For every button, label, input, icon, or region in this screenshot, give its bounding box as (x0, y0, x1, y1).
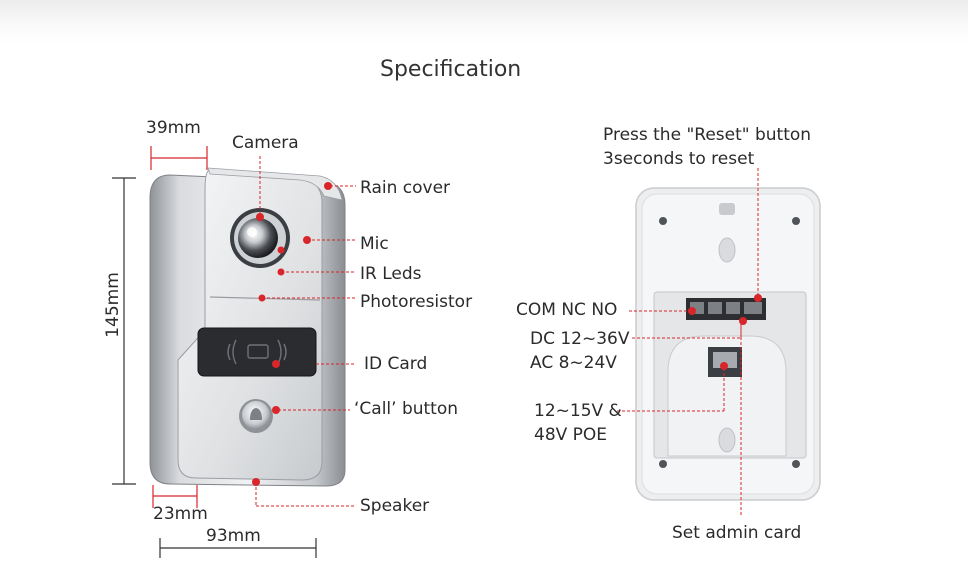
doorbell-back-device (635, 187, 821, 501)
dimension-height: 145mm (102, 272, 123, 338)
label-id-card: ID Card (364, 354, 428, 374)
dimension-width-top: 39mm (146, 118, 201, 138)
label-rain-cover: Rain cover (360, 178, 451, 198)
label-poe-line1: 12~15V & (534, 401, 622, 421)
label-reset-line2: 3seconds to reset (603, 149, 755, 169)
doorbell-front-device (149, 167, 346, 487)
left-dimension-lines (112, 146, 317, 558)
top-banner-strip (0, 0, 968, 44)
label-mic: Mic (360, 234, 389, 254)
dimension-width-bottom: 93mm (206, 526, 261, 546)
dimension-depth-bottom: 23mm (153, 504, 208, 524)
label-set-admin-card: Set admin card (672, 523, 802, 543)
label-dc-voltage: DC 12~36V (530, 329, 630, 349)
label-ir-leds: IR Leds (360, 264, 422, 284)
label-photoresistor: Photoresistor (360, 292, 473, 312)
right-markers (688, 294, 762, 370)
label-poe-line2: 48V POE (534, 425, 608, 445)
page-title: Specification (380, 57, 522, 82)
left-markers (252, 182, 332, 486)
right-callouts (617, 168, 759, 516)
label-call-button: ‘Call’ button (354, 399, 459, 419)
left-callouts (255, 156, 356, 507)
label-camera: Camera (232, 133, 299, 153)
label-com-nc-no: COM NC NO (516, 300, 618, 320)
label-ac-voltage: AC 8~24V (530, 353, 617, 373)
label-reset-line1: Press the "Reset" button (603, 125, 812, 145)
label-speaker: Speaker (360, 496, 430, 516)
